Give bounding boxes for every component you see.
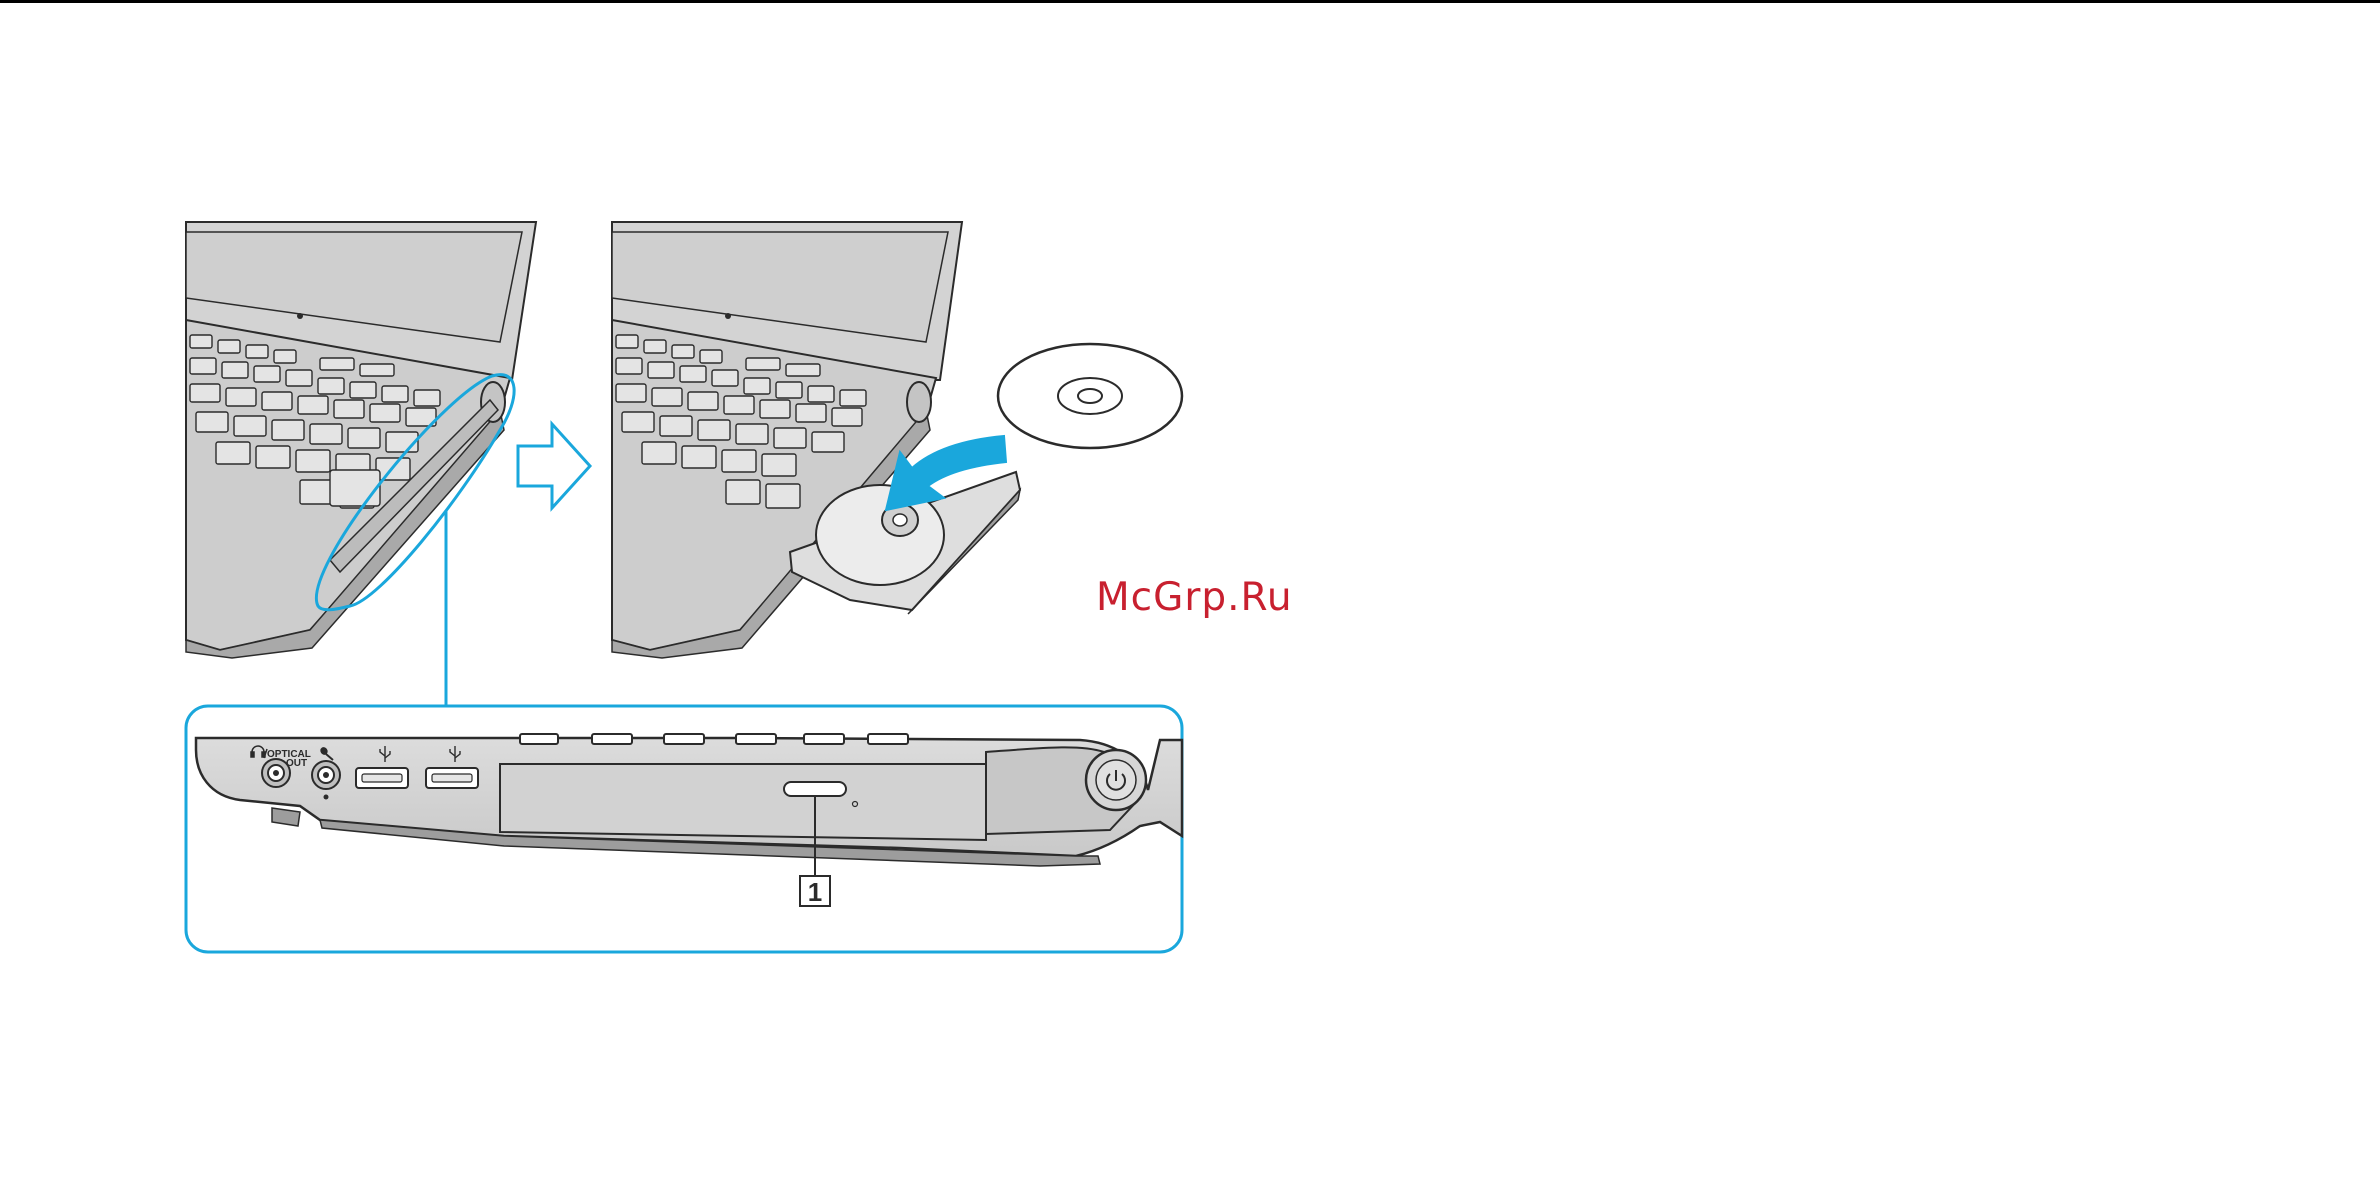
usb-port-1 xyxy=(356,768,408,788)
disc-icon xyxy=(998,344,1182,448)
microphone-jack xyxy=(312,761,340,789)
arrow-right-icon xyxy=(518,424,590,508)
callout-number: 1 xyxy=(808,877,822,907)
usb-port-2 xyxy=(426,768,478,788)
laptop-closed-tray xyxy=(186,222,536,658)
zoom-panel: OPTICAL OUT 1 xyxy=(186,706,1182,952)
optical-out-sub-label: OUT xyxy=(286,758,307,769)
eject-button[interactable] xyxy=(784,782,846,796)
watermark: McGrp.Ru xyxy=(1096,575,1293,620)
